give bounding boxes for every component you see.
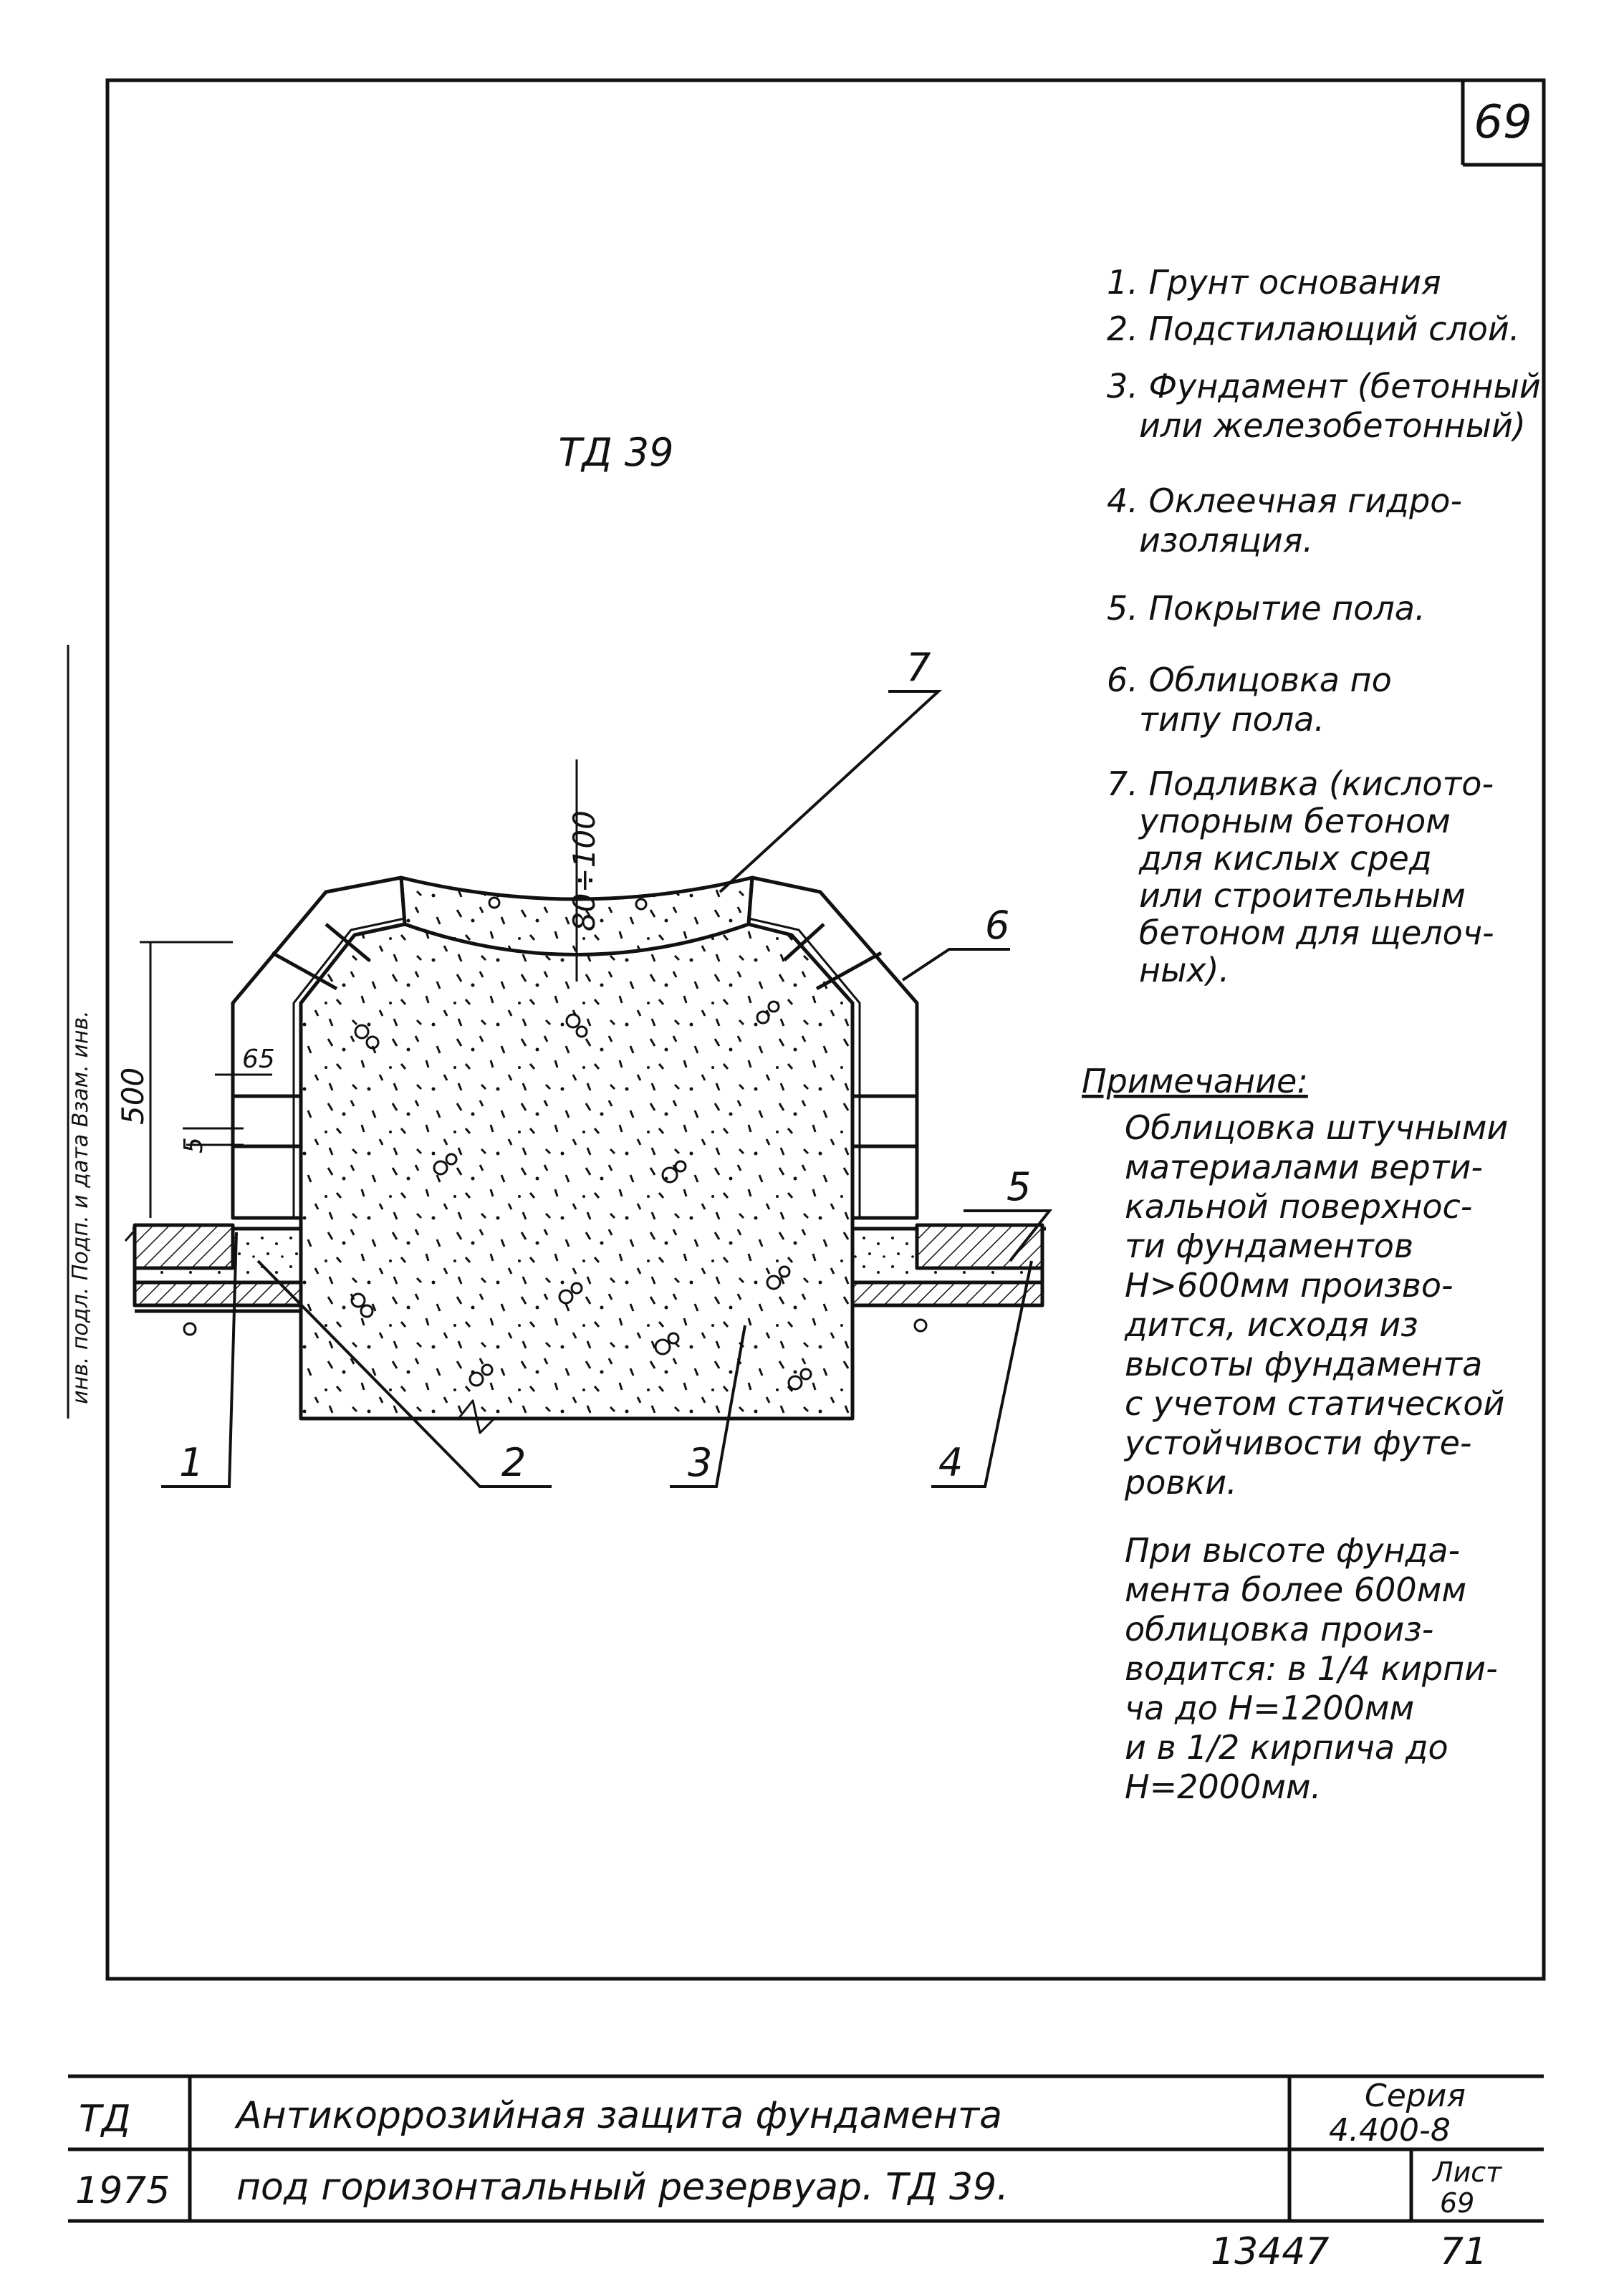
legend-item-4-line-2: изоляция. — [1139, 521, 1313, 560]
foundation-body — [299, 922, 855, 1421]
legend-item-3: 3. Фундамент (бетонный — [1107, 367, 1541, 406]
note: Примечание: Облицовка штучными материала… — [1082, 1062, 1508, 1806]
note-p2-line-5: ча до Н=1200мм — [1125, 1689, 1414, 1727]
note-p1-line-7: высоты фундамента — [1125, 1345, 1482, 1383]
note-heading: Примечание: — [1082, 1062, 1308, 1100]
note-p1-line-10: ровки. — [1124, 1463, 1237, 1502]
lining-right — [746, 875, 919, 1220]
callout-5: 5 — [1006, 1164, 1031, 1209]
dim-height: 500 — [115, 1067, 150, 1125]
floor-covering-right — [850, 1280, 1044, 1307]
title-block-text: ТД 1975 Антикоррозийная защита фундамент… — [75, 2078, 1503, 2219]
note-p2-line-4: водится: в 1/4 кирпи- — [1125, 1649, 1498, 1688]
page-number: 69 — [1474, 96, 1532, 149]
side-stamp: инв. подл. Подп. и дата Взам. инв. — [67, 645, 93, 1419]
note-p1-line-4: ти фундаментов — [1125, 1227, 1413, 1265]
legend-item-7-line-6: ных). — [1139, 951, 1229, 989]
callout-6: 6 — [985, 903, 1009, 948]
ledge-left — [133, 1223, 235, 1270]
title-block-year: 1975 — [75, 2169, 170, 2212]
note-p1-line-8: с учетом статической — [1125, 1384, 1504, 1423]
legend-item-3-line-2: или железобетонный) — [1139, 406, 1526, 445]
note-p2-line-6: и в 1/2 кирпича до — [1125, 1728, 1448, 1767]
callout-labels: 7 6 5 1 2 3 4 — [179, 645, 1031, 1485]
legend: 1. Грунт основания 2. Подстилающий слой.… — [1107, 263, 1541, 989]
page-index: 71 — [1440, 2230, 1487, 2273]
dim-joint: 5 — [179, 1137, 208, 1153]
hydro-insulation-right — [748, 917, 861, 1218]
callout-4: 4 — [938, 1440, 963, 1485]
legend-item-4: 4. Оклеечная гидро- — [1107, 481, 1462, 520]
series-label: Серия — [1365, 2078, 1466, 2114]
note-p2-line-7: Н=2000мм. — [1125, 1767, 1321, 1806]
legend-item-5: 5. Покрытие пола. — [1107, 589, 1426, 628]
legend-item-7-line-3: для кислых сред — [1138, 839, 1432, 878]
title-block-code: ТД — [79, 2098, 130, 2141]
floor-covering-left — [133, 1280, 303, 1307]
ledge-right — [915, 1223, 1044, 1270]
callout-3: 3 — [688, 1440, 712, 1485]
callout-1: 1 — [179, 1440, 203, 1485]
callout-7: 7 — [906, 645, 931, 690]
lining-left — [231, 875, 407, 1220]
section-objects — [133, 875, 1044, 1434]
legend-item-7-line-4: или строительным — [1139, 876, 1466, 915]
legend-item-2: 2. Подстилающий слой. — [1107, 310, 1519, 348]
title-line-1: Антикоррозийная защита фундамента — [234, 2094, 1002, 2137]
note-p1-line-9: устойчивости футе- — [1123, 1424, 1472, 1462]
legend-item-1: 1. Грунт основания — [1107, 263, 1441, 302]
note-p1-line-3: кальной поверхнос- — [1125, 1187, 1472, 1226]
series-value: 4.400-8 — [1329, 2112, 1451, 2149]
note-p1-line-5: Н>600мм произво- — [1125, 1266, 1454, 1305]
legend-item-7-line-5: бетоном для щелоч- — [1139, 913, 1494, 952]
title-line-2: под горизонтальный резервуар. ТД 39. — [236, 2166, 1009, 2209]
callout-2: 2 — [501, 1440, 526, 1485]
note-p2-line-1: При высоте фунда- — [1125, 1531, 1460, 1570]
sheet-label: Лист — [1431, 2156, 1503, 2188]
note-p1-line-2: материалами верти- — [1125, 1148, 1483, 1186]
hydro-insulation-left — [292, 917, 405, 1218]
note-p1-line-1: Облицовка штучными — [1125, 1108, 1508, 1147]
dimension-lines — [140, 759, 578, 1218]
dim-top-layer: 80÷100 — [567, 810, 602, 931]
legend-item-6-line-2: типу пола. — [1139, 700, 1325, 739]
dim-offset: 65 — [242, 1045, 275, 1074]
break-line — [301, 1399, 852, 1434]
legend-item-6: 6. Облицовка по — [1107, 661, 1392, 699]
title-block — [68, 2074, 1544, 2223]
note-p1-line-6: дится, исходя из — [1124, 1305, 1418, 1344]
callout-leaders — [161, 690, 1053, 1488]
note-p2-line-2: мента более 600мм — [1125, 1570, 1466, 1609]
legend-item-7-line-2: упорным бетоном — [1138, 802, 1451, 840]
order-number: 13447 — [1211, 2230, 1329, 2273]
note-p2-line-3: облицовка произ- — [1125, 1610, 1433, 1649]
sheet-value: 69 — [1440, 2187, 1474, 2219]
legend-item-7: 7. Подливка (кислото- — [1107, 764, 1494, 803]
aggregate-marks — [183, 896, 928, 1391]
drawing-code: ТД 39 — [558, 430, 673, 475]
sheet-frame — [105, 78, 1546, 1981]
side-stamp-text: инв. подл. Подп. и дата Взам. инв. — [68, 1010, 93, 1404]
